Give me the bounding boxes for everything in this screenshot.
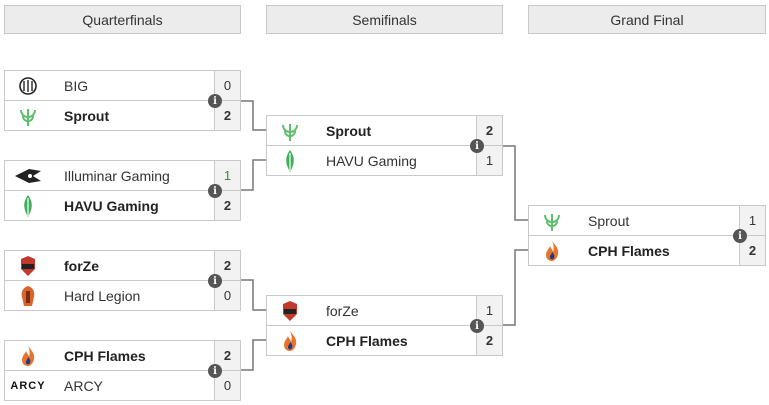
havu-logo-icon xyxy=(267,146,313,175)
connector-sf1-gf xyxy=(503,145,528,221)
row-divider xyxy=(5,190,240,191)
match-team-row[interactable]: HAVU Gaming 2 xyxy=(5,191,240,220)
match-sf2[interactable]: forZe 1 CPH Flames 2 i xyxy=(266,295,503,356)
team-name: Sprout xyxy=(64,107,110,124)
big-logo-icon xyxy=(5,71,51,100)
team-name: CPH Flames xyxy=(588,242,670,259)
cph-flames-logo-icon xyxy=(529,236,575,265)
team-name: Sprout xyxy=(588,212,630,229)
match-sf1[interactable]: Sprout 2 HAVU Gaming 1 i xyxy=(266,115,503,176)
row-divider xyxy=(267,145,502,146)
match-grand-final[interactable]: Sprout 1 CPH Flames 2 i xyxy=(528,205,766,266)
match-team-row[interactable]: BIG 0 xyxy=(5,71,240,100)
match-qf4[interactable]: CPH Flames 2 ARCY ARCY 0 i xyxy=(4,340,241,401)
cph-flames-logo-icon xyxy=(267,326,313,355)
round-header-semifinals: Semifinals xyxy=(266,5,503,34)
team-name: HAVU Gaming xyxy=(326,152,417,169)
match-team-row[interactable]: Sprout 2 xyxy=(267,116,502,145)
match-team-row[interactable]: forZe 2 xyxy=(5,251,240,280)
team-score: 2 xyxy=(214,251,240,280)
forze-logo-icon xyxy=(5,251,51,280)
hard-legion-logo-icon xyxy=(5,281,51,310)
row-divider xyxy=(529,235,765,236)
match-team-row[interactable]: ARCY ARCY 0 xyxy=(5,371,240,400)
info-icon[interactable]: i xyxy=(733,229,747,243)
match-qf1[interactable]: BIG 0 Sprout 2 i xyxy=(4,70,241,131)
match-team-row[interactable]: CPH Flames 2 xyxy=(267,326,502,355)
row-divider xyxy=(5,100,240,101)
connector-sf2-gf xyxy=(503,249,528,326)
connector-qf3-sf2 xyxy=(241,279,266,311)
info-icon[interactable]: i xyxy=(208,274,222,288)
sprout-logo-icon xyxy=(267,116,313,145)
team-name: forZe xyxy=(326,302,359,319)
row-divider xyxy=(5,280,240,281)
row-divider xyxy=(267,325,502,326)
team-name: Hard Legion xyxy=(64,287,141,304)
match-team-row[interactable]: Hard Legion 0 xyxy=(5,281,240,310)
connector-qf1-sf1 xyxy=(241,100,266,131)
connector-qf2-sf1 xyxy=(241,159,266,191)
team-name: Illuminar Gaming xyxy=(64,167,170,184)
info-icon[interactable]: i xyxy=(470,139,484,153)
info-icon[interactable]: i xyxy=(208,94,222,108)
round-header-quarterfinals: Quarterfinals xyxy=(4,5,241,34)
row-divider xyxy=(5,370,240,371)
team-name: CPH Flames xyxy=(326,332,408,349)
arcy-logo-icon: ARCY xyxy=(10,379,46,392)
team-name: CPH Flames xyxy=(64,347,146,364)
info-icon[interactable]: i xyxy=(470,319,484,333)
sprout-logo-icon xyxy=(5,101,51,130)
forze-logo-icon xyxy=(267,296,313,325)
match-team-row[interactable]: HAVU Gaming 1 xyxy=(267,146,502,175)
match-qf3[interactable]: forZe 2 Hard Legion 0 i xyxy=(4,250,241,311)
team-name: HAVU Gaming xyxy=(64,197,159,214)
team-name: BIG xyxy=(64,77,89,94)
match-qf2[interactable]: Illuminar Gaming 1 HAVU Gaming 2 i xyxy=(4,160,241,221)
illuminar-logo-icon xyxy=(5,161,51,190)
match-team-row[interactable]: forZe 1 xyxy=(267,296,502,325)
havu-logo-icon xyxy=(5,191,51,220)
team-name: forZe xyxy=(64,257,99,274)
match-team-row[interactable]: Sprout 2 xyxy=(5,101,240,130)
match-team-row[interactable]: CPH Flames 2 xyxy=(5,341,240,370)
info-icon[interactable]: i xyxy=(208,364,222,378)
sprout-logo-icon xyxy=(529,206,575,235)
cph-flames-logo-icon xyxy=(5,341,51,370)
round-header-grand-final: Grand Final xyxy=(528,5,766,34)
team-name: Sprout xyxy=(326,122,372,139)
connector-qf4-sf2 xyxy=(241,339,266,371)
team-name: ARCY xyxy=(64,377,103,394)
info-icon[interactable]: i xyxy=(208,184,222,198)
match-team-row[interactable]: Illuminar Gaming 1 xyxy=(5,161,240,190)
match-team-row[interactable]: CPH Flames 2 xyxy=(529,236,765,265)
match-team-row[interactable]: Sprout 1 xyxy=(529,206,765,235)
